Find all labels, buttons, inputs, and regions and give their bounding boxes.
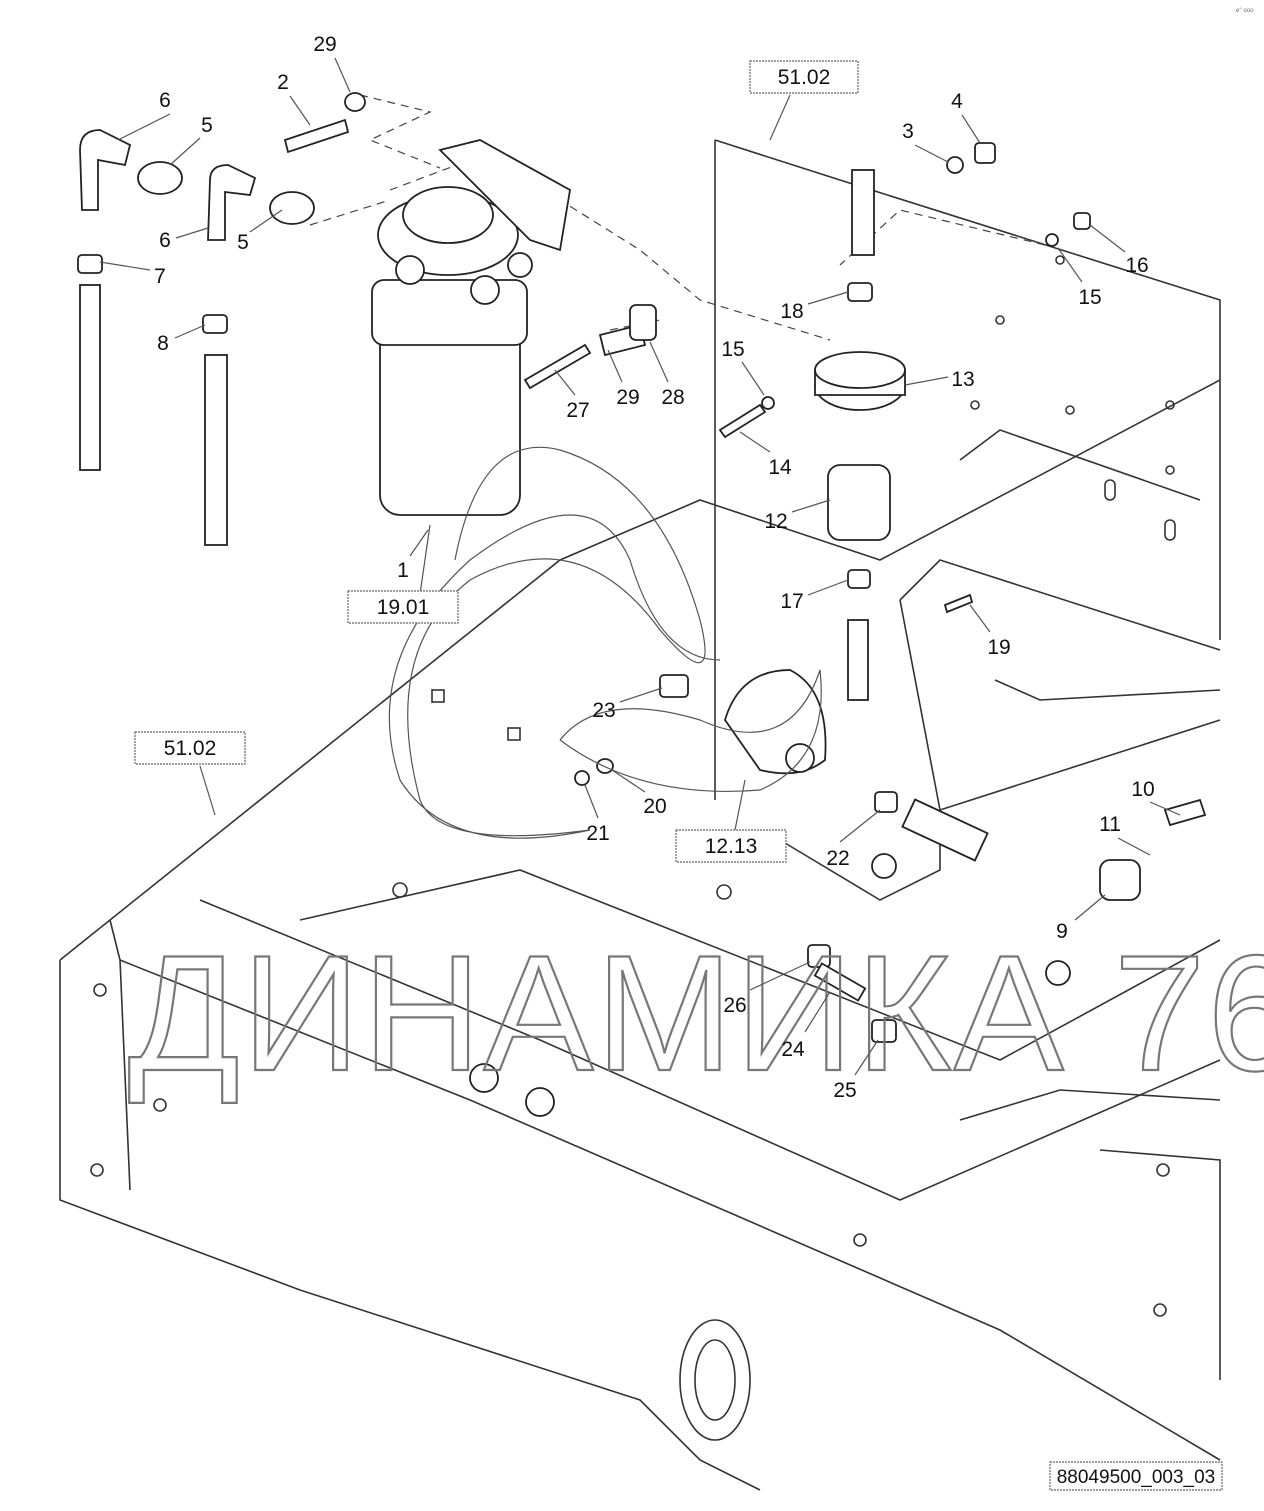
svg-text:51.02: 51.02: [778, 66, 831, 89]
callout-12: 12: [764, 510, 787, 533]
callout-27: 27: [566, 399, 589, 422]
callout-19: 19: [987, 636, 1010, 659]
inline-filter-assembly: [718, 142, 1091, 701]
fuel-filter-assembly: [371, 139, 571, 516]
callout-13: 13: [951, 368, 974, 391]
drawing-code-box: 88049500_003_03: [1049, 1461, 1223, 1491]
callout-2: 2: [277, 71, 289, 94]
callout-15: 15: [721, 338, 744, 361]
reference-box-51-02-left[interactable]: 51.02: [134, 731, 246, 765]
callouts: 29 2 6 5 6 5 7 8 1 27 29 28 15 14 18 13 …: [154, 33, 1155, 1102]
reference-box-51-02-top[interactable]: 51.02: [749, 60, 859, 94]
reference-box-12-13[interactable]: 12.13: [675, 829, 787, 863]
callout-14: 14: [768, 456, 792, 479]
callout-16: 16: [1125, 254, 1148, 277]
drawing-code: 88049500_003_03: [1057, 1467, 1216, 1488]
callout-15: 15: [1078, 286, 1101, 309]
callout-21: 21: [586, 822, 609, 845]
reference-box-19-01[interactable]: 19.01: [347, 590, 459, 624]
callout-6: 6: [159, 89, 171, 112]
callout-3: 3: [902, 120, 914, 143]
callout-22: 22: [826, 847, 849, 870]
callout-1: 1: [397, 559, 409, 582]
callout-20: 20: [643, 795, 666, 818]
callout-10: 10: [1131, 778, 1154, 801]
callout-6: 6: [159, 229, 171, 252]
callout-23: 23: [592, 699, 615, 722]
callout-4: 4: [951, 90, 963, 113]
callout-25: 25: [833, 1079, 856, 1102]
svg-text:19.01: 19.01: [377, 596, 430, 619]
callout-26: 26: [723, 994, 746, 1017]
corner-mark: e° ooo: [1236, 8, 1254, 14]
callout-5: 5: [237, 231, 249, 254]
callout-29: 29: [313, 33, 336, 56]
callout-7: 7: [154, 265, 166, 288]
watermark-logo: [388, 446, 822, 839]
callout-28: 28: [661, 386, 684, 409]
svg-text:12.13: 12.13: [705, 835, 758, 858]
callout-9: 9: [1056, 920, 1068, 943]
fuel-pump-assembly: [523, 304, 1207, 1043]
callout-11: 11: [1099, 813, 1121, 836]
callout-24: 24: [781, 1038, 805, 1061]
callout-5: 5: [201, 114, 213, 137]
callout-29: 29: [616, 386, 639, 409]
watermark-text: ДИНАМИКА 76: [128, 921, 1264, 1105]
svg-text:51.02: 51.02: [164, 737, 217, 760]
callout-17: 17: [780, 590, 803, 613]
callout-18: 18: [780, 300, 803, 323]
leader-lines: [99, 57, 1181, 1076]
callout-8: 8: [157, 332, 169, 355]
chassis-frame: [59, 139, 1221, 1491]
hose-fittings-left: [77, 92, 366, 546]
